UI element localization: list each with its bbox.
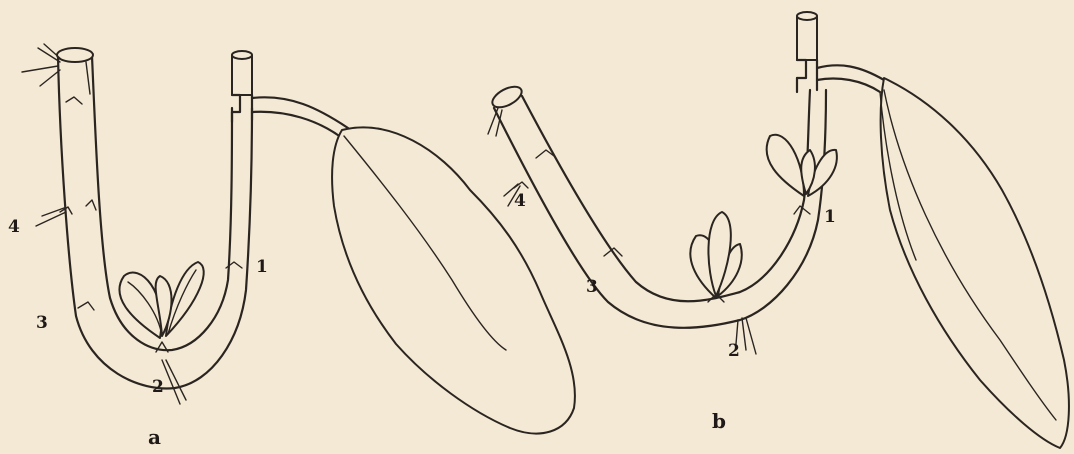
- bud-leaves-a: [119, 262, 203, 338]
- label-a-3: 3: [36, 313, 48, 333]
- label-b-4: 4: [514, 191, 526, 211]
- label-b-1: 1: [824, 207, 836, 227]
- label-b-2: 2: [728, 341, 740, 361]
- panel-a: 1 2 3 4 a: [8, 44, 575, 449]
- bud-leaves-b-lower: [690, 212, 741, 298]
- label-b-3: 3: [586, 277, 598, 297]
- leaf-b: [817, 65, 1069, 448]
- panel-b: 1 2 3 4 b: [488, 12, 1069, 448]
- caption-a: a: [148, 425, 161, 449]
- label-a-1: 1: [256, 257, 268, 277]
- nodes-b: [514, 150, 810, 302]
- caption-b: b: [712, 409, 726, 433]
- u-shaped-stem-a: [57, 48, 252, 388]
- label-a-4: 4: [8, 217, 20, 237]
- leaf-a: [252, 97, 575, 433]
- label-a-2: 2: [152, 377, 164, 397]
- bud-leaves-b-upper: [767, 135, 837, 196]
- node-labels-b: 1 2 3 4: [514, 191, 836, 361]
